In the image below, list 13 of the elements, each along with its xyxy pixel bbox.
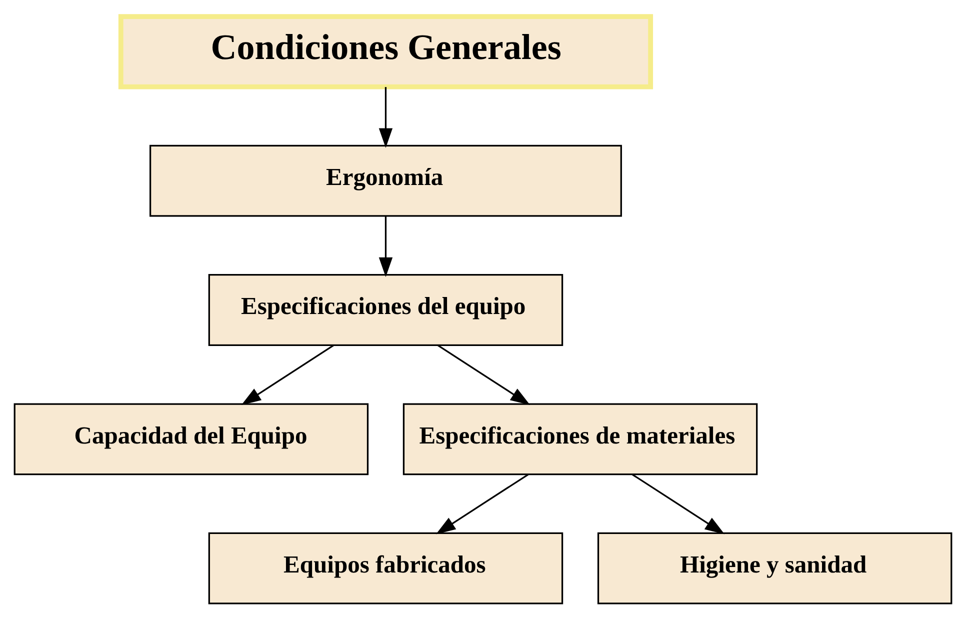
arrow: [436, 473, 529, 534]
arrow: [241, 344, 334, 405]
arrow: [378, 216, 393, 277]
node-box: Condiciones Generales: [118, 14, 654, 89]
node-box: Especificaciones de materiales: [402, 402, 758, 475]
arrow: [632, 473, 725, 534]
arrow: [378, 86, 393, 148]
arrow: [437, 344, 530, 405]
node-box: Capacidad del Equipo: [14, 402, 369, 475]
node-box: Especificaciones del equipo: [208, 274, 564, 346]
node-box: Higiene y sanidad: [597, 532, 952, 604]
node-box: Equipos fabricados: [208, 532, 564, 604]
node-box: Ergonomía: [149, 144, 622, 216]
